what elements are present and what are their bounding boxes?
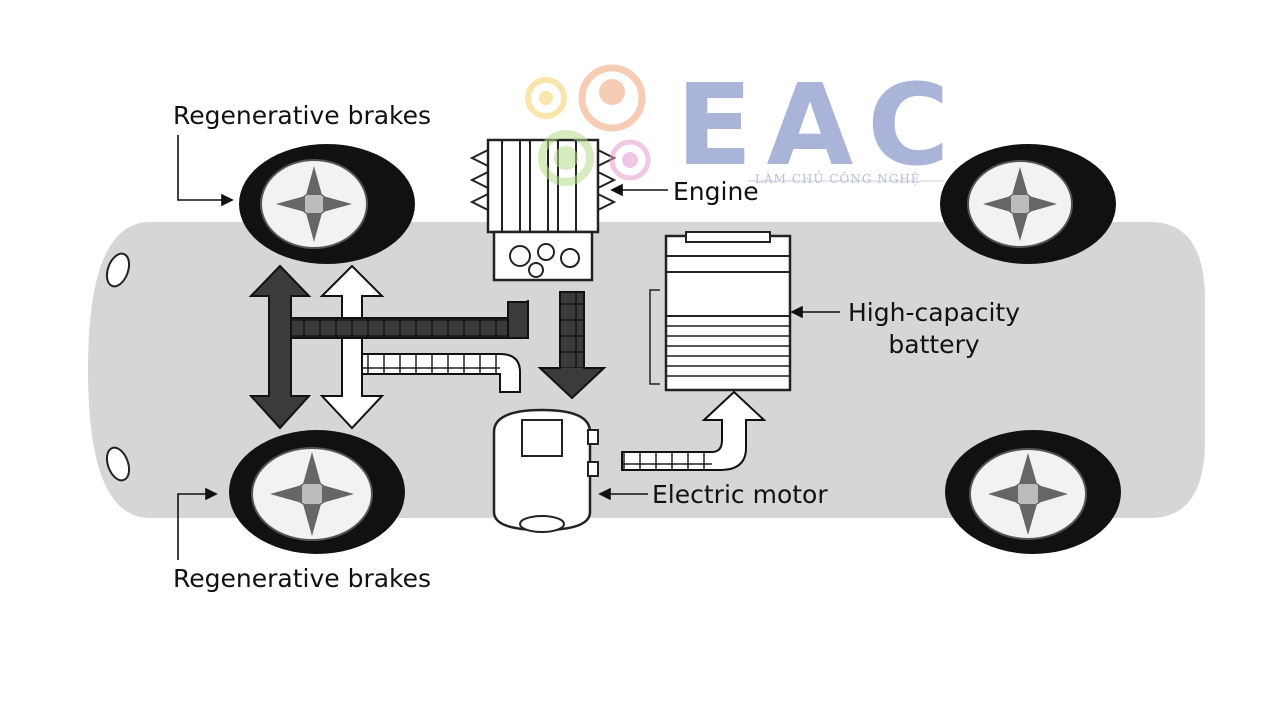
eac-logo-mark [525,64,651,186]
label-battery-line2: battery [888,330,980,359]
dark-arrow-engine-to-wheels [290,299,529,339]
wheel-front-right [940,144,1116,264]
leader-lines [177,135,840,560]
light-arrow-motor-to-battery [621,390,767,471]
label-regenerative-brakes-top: Regenerative brakes [173,101,432,130]
label-high-capacity-battery: High-capacity battery [848,297,1020,361]
label-battery-line1: High-capacity [848,298,1021,327]
wheel-front-left [239,144,415,264]
eac-logo-tagline: LÀM CHỦ CÔNG NGHỆ [755,172,921,186]
light-arrow-motor-to-wheels [361,353,521,393]
label-electric-motor: Electric motor [652,480,828,509]
dark-arrow-engine-to-motor [537,291,607,400]
label-engine: Engine [673,177,759,206]
wheel-rear-right [945,430,1121,554]
electric-motor-illustration [492,408,599,533]
label-regenerative-brakes-bottom: Regenerative brakes [173,564,432,593]
wheel-rear-left [229,430,405,554]
dark-arrow-vertical-left [248,264,312,430]
eac-logo-text: EAC [676,61,964,191]
light-arrow-vertical-left [319,264,385,430]
battery-illustration [649,231,792,392]
